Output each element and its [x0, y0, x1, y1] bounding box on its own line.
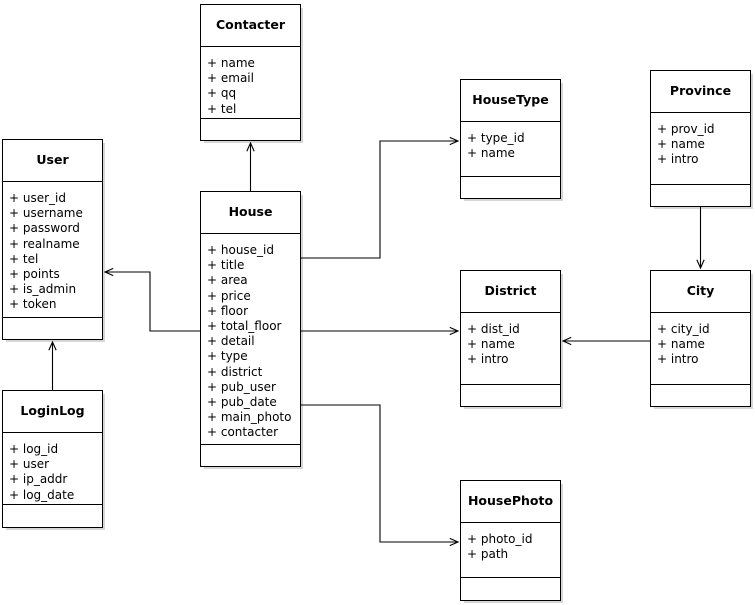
class-attribute: + name: [657, 337, 705, 352]
uml-class-contacter[interactable]: Contacter+ name+ email+ qq+ tel: [200, 4, 301, 141]
class-attribute: + city_id: [657, 322, 710, 336]
class-attributes-district: + dist_id+ name+ intro: [461, 313, 560, 385]
class-attribute: + intro: [657, 352, 699, 367]
class-attribute: + username: [9, 206, 83, 221]
class-attributes-province: + prov_id+ name+ intro: [651, 113, 750, 185]
class-name-house: House: [201, 192, 300, 234]
arrowhead-icon: [246, 141, 255, 152]
class-attribute: + is_admin: [9, 282, 77, 297]
class-attribute: + user: [9, 457, 50, 472]
class-operations-province: [651, 185, 750, 206]
class-attribute: + price: [207, 288, 251, 303]
arrowhead-icon: [449, 537, 460, 547]
class-attribute: + house_id: [207, 243, 275, 257]
class-attributes-housetype: + type_id+ name: [461, 122, 560, 177]
class-operations-contacter: [201, 119, 300, 140]
class-attribute: + user_id: [9, 191, 66, 205]
arrowhead-icon: [696, 259, 705, 270]
class-operations-house: [201, 445, 300, 466]
uml-class-city[interactable]: City+ city_id+ name+ intro: [650, 270, 751, 407]
relation-house-to-housetype[interactable]: [301, 136, 460, 259]
class-attribute: + intro: [657, 152, 699, 167]
class-operations-housetype: [461, 177, 560, 198]
class-name-province: Province: [651, 71, 750, 113]
class-name-loginlog: LoginLog: [3, 391, 102, 433]
class-attribute: + total_floor: [207, 319, 282, 334]
class-name-housephoto: HousePhoto: [461, 481, 560, 523]
class-attribute: + contacter: [207, 425, 279, 440]
class-attribute: + log_date: [9, 487, 75, 502]
relation-house-to-user[interactable]: [103, 267, 200, 332]
class-attribute: + log_id: [9, 442, 59, 456]
class-name-city: City: [651, 271, 750, 313]
class-name-district: District: [461, 271, 560, 313]
class-attribute: + name: [467, 146, 515, 161]
relation-line: [301, 404, 458, 543]
class-attribute: + pub_date: [207, 395, 277, 410]
class-attribute: + area: [207, 273, 248, 288]
class-attribute: + token: [9, 297, 57, 312]
uml-class-housetype[interactable]: HouseType+ type_id+ name: [460, 79, 561, 199]
class-attributes-housephoto: + photo_id+ path: [461, 523, 560, 578]
arrowhead-icon: [561, 336, 572, 346]
class-attribute: + email: [207, 71, 254, 86]
class-operations-city: [651, 385, 750, 406]
class-attributes-city: + city_id+ name+ intro: [651, 313, 750, 385]
class-attribute: + points: [9, 267, 60, 282]
relation-house-to-housephoto[interactable]: [301, 404, 460, 547]
class-attribute: + main_photo: [207, 410, 292, 425]
arrowhead-icon: [449, 136, 460, 146]
class-attributes-user: + user_id+ username+ password+ realname+…: [3, 182, 102, 318]
class-attribute: + title: [207, 258, 245, 273]
relation-line: [301, 140, 458, 259]
class-attribute: + tel: [207, 101, 237, 116]
class-name-housetype: HouseType: [461, 80, 560, 122]
arrowhead-icon: [449, 326, 460, 336]
arrowhead-icon: [103, 267, 114, 277]
class-attribute: + type_id: [467, 131, 525, 145]
relation-province-to-city[interactable]: [696, 207, 705, 270]
uml-class-loginlog[interactable]: LoginLog+ log_id+ user+ ip_addr+ log_dat…: [2, 390, 103, 528]
class-attribute: + name: [207, 56, 255, 70]
class-attribute: + photo_id: [467, 532, 533, 546]
relation-city-to-district[interactable]: [561, 336, 650, 346]
class-attribute: + password: [9, 221, 80, 236]
class-attribute: + realname: [9, 236, 80, 251]
class-attribute: + floor: [207, 303, 249, 318]
class-attribute: + qq: [207, 86, 237, 101]
uml-class-province[interactable]: Province+ prov_id+ name+ intro: [650, 70, 751, 207]
class-operations-district: [461, 385, 560, 406]
class-attribute: + detail: [207, 334, 255, 349]
class-attribute: + tel: [9, 251, 39, 266]
class-attribute: + prov_id: [657, 122, 715, 136]
class-attribute: + type: [207, 349, 248, 364]
relation-house-to-contacter[interactable]: [246, 141, 255, 191]
class-attribute: + district: [207, 364, 263, 379]
class-attributes-house: + house_id+ title+ area+ price+ floor+ t…: [201, 234, 300, 445]
uml-class-user[interactable]: User+ user_id+ username+ password+ realn…: [2, 139, 103, 340]
class-attributes-contacter: + name+ email+ qq+ tel: [201, 47, 300, 119]
uml-class-housephoto[interactable]: HousePhoto+ photo_id+ path: [460, 480, 561, 601]
class-attribute: + intro: [467, 352, 509, 367]
relation-loginlog-to-user[interactable]: [48, 340, 57, 390]
class-operations-loginlog: [3, 505, 102, 527]
uml-class-house[interactable]: House+ house_id+ title+ area+ price+ flo…: [200, 191, 301, 467]
class-attribute: + dist_id: [467, 322, 520, 336]
class-attributes-loginlog: + log_id+ user+ ip_addr+ log_date: [3, 433, 102, 505]
class-attribute: + ip_addr: [9, 472, 68, 487]
class-name-contacter: Contacter: [201, 5, 300, 47]
arrowhead-icon: [48, 340, 57, 351]
relation-line: [105, 271, 200, 332]
class-attribute: + name: [467, 337, 515, 352]
class-attribute: + path: [467, 547, 509, 562]
class-name-user: User: [3, 140, 102, 182]
class-attribute: + name: [657, 137, 705, 152]
class-operations-user: [3, 318, 102, 339]
relation-house-to-district[interactable]: [301, 326, 460, 336]
class-attribute: + pub_user: [207, 379, 276, 394]
uml-class-district[interactable]: District+ dist_id+ name+ intro: [460, 270, 561, 407]
class-operations-housephoto: [461, 578, 560, 600]
